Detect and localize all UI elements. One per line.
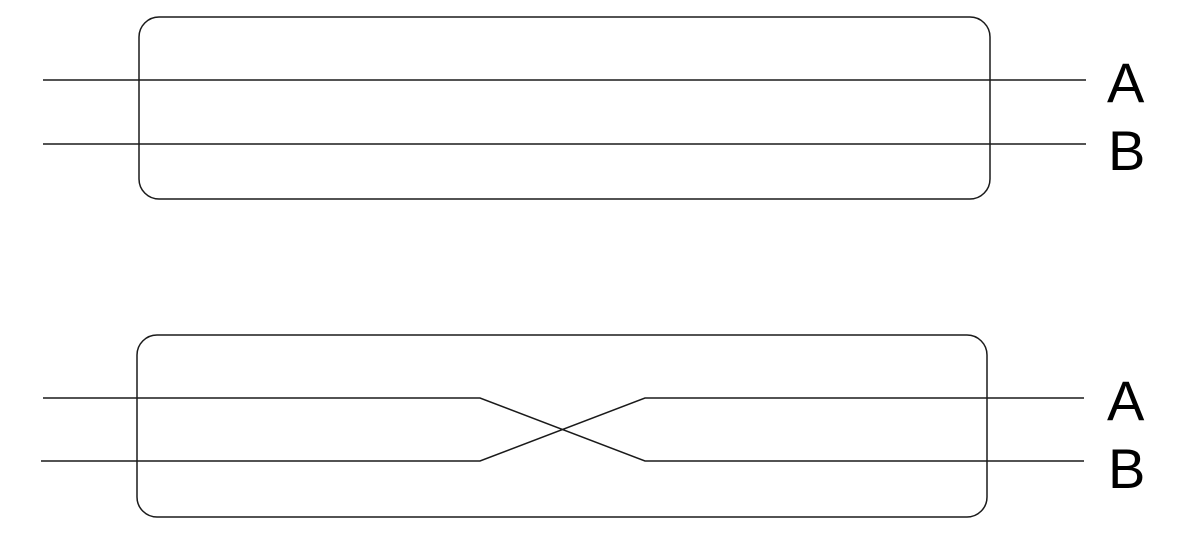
wire-b-crossing bbox=[41, 397, 1084, 462]
enclosure-box bbox=[136, 334, 988, 518]
label-b: B bbox=[1108, 437, 1145, 500]
panel-straight: A B bbox=[43, 16, 1145, 200]
enclosure-box bbox=[138, 16, 991, 200]
label-a: A bbox=[1107, 369, 1145, 432]
panel-crossed: A B bbox=[41, 334, 1145, 518]
label-a: A bbox=[1107, 51, 1145, 114]
label-b: B bbox=[1108, 119, 1145, 182]
